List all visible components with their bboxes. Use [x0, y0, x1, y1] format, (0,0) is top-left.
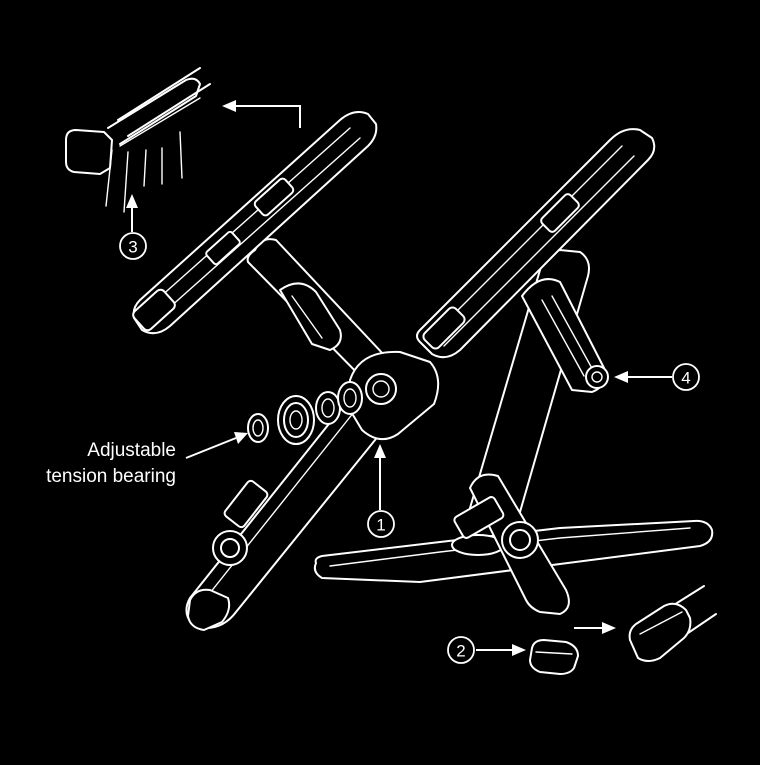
annotation-line-2: tension bearing [46, 466, 176, 487]
leader-arrow-bearing [185, 437, 237, 459]
detail-foot-cap [529, 585, 717, 675]
callout-2: 2 [447, 636, 475, 664]
callout-3: 3 [119, 232, 147, 260]
center-hinge [349, 350, 440, 441]
left-top-bar [132, 111, 378, 335]
detail-grip-end [65, 67, 211, 213]
leader-arrow-to-detail-3 [234, 105, 301, 128]
annotation-line-1: Adjustable [87, 440, 176, 461]
callout-3-number: 3 [128, 238, 137, 257]
right-arm [453, 249, 609, 615]
tension-bearing-annotation: Adjustable tension bearing [46, 440, 176, 487]
callout-2-number: 2 [456, 642, 465, 661]
tension-bearing-stack [247, 381, 363, 445]
callout-1: 1 [367, 510, 395, 538]
callout-4: 4 [672, 363, 700, 391]
left-arm [185, 238, 404, 631]
right-top-bar [416, 128, 656, 359]
callout-1-number: 1 [376, 516, 385, 535]
leader-arrows [126, 100, 672, 656]
callout-4-number: 4 [681, 369, 690, 388]
